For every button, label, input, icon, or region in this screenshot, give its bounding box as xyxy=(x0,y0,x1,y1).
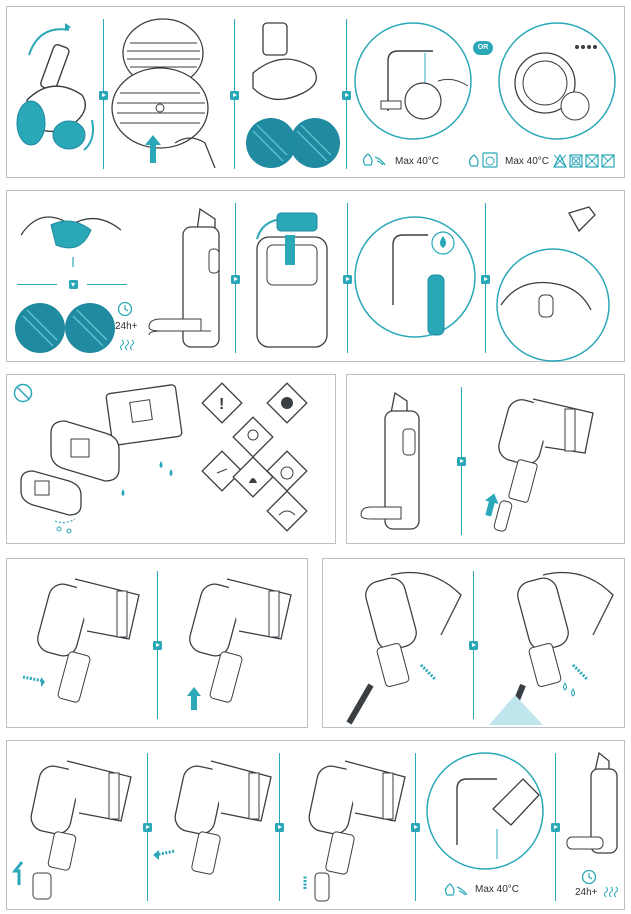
pads-removed-illustration xyxy=(246,22,340,168)
toxic-skull-icon xyxy=(232,416,274,458)
svg-text:!: ! xyxy=(219,396,224,413)
no-iron-icon xyxy=(585,154,599,168)
next-step-icon xyxy=(469,641,478,650)
oxidizer-icon xyxy=(266,450,308,492)
next-step-icon xyxy=(342,91,351,100)
pad-pull-illustration xyxy=(111,18,216,169)
add-detergent-illustration xyxy=(496,206,610,362)
machine-temp-label: Max 40°C xyxy=(505,156,550,167)
exclamation-hazard-icon xyxy=(201,382,243,424)
next-step-icon xyxy=(231,275,240,284)
wash-temp-label: Max 40°C xyxy=(475,884,520,895)
panel-tank-attach xyxy=(346,374,625,544)
next-step-icon xyxy=(153,641,162,650)
panel-pad-removal: OR Max 40°C Max 40°C xyxy=(6,6,625,178)
panel-tank-release xyxy=(6,558,308,728)
panel-dirty-tank: Max 40°C 24h+ xyxy=(6,740,625,910)
next-step-icon xyxy=(343,275,352,284)
next-step-icon xyxy=(411,823,420,832)
steam-icon xyxy=(120,339,134,351)
next-step-icon xyxy=(143,823,152,832)
remove-dirty-tank-illustration xyxy=(153,760,272,875)
next-step-icon xyxy=(230,91,239,100)
spray-water-illustration xyxy=(489,571,614,725)
tank-pulled-illustration xyxy=(303,760,406,902)
washing-machine-icon xyxy=(468,152,498,168)
press-trigger-illustration xyxy=(346,571,462,725)
next-step-icon xyxy=(457,457,466,466)
dry-tank-illustration xyxy=(566,751,618,854)
panel-spray xyxy=(322,558,625,728)
next-step-icon xyxy=(481,275,490,284)
water-tank-illustration xyxy=(148,207,220,348)
hand-wash-illustration xyxy=(354,22,472,140)
mop-head-illustration xyxy=(16,23,94,151)
no-dry-clean-icon xyxy=(601,154,615,168)
rinse-tank-illustration xyxy=(426,752,544,870)
dry-time-label: 24h+ xyxy=(115,321,138,332)
chemical-bottles-illustration xyxy=(20,384,183,534)
steam-icon xyxy=(604,886,618,898)
no-tumble-dry-icon xyxy=(569,154,583,168)
hazard-symbols: ! xyxy=(201,382,308,532)
timer-icon xyxy=(581,869,597,885)
down-step-icon xyxy=(69,280,78,289)
or-badge: OR xyxy=(473,41,493,55)
release-tank-illustration xyxy=(22,578,140,703)
wash-temp-label: Max 40°C xyxy=(395,156,440,167)
next-step-icon xyxy=(275,823,284,832)
flammable-icon xyxy=(232,456,274,498)
dry-time-label: 24h+ xyxy=(575,887,598,898)
next-step-icon xyxy=(551,823,560,832)
washing-machine-illustration xyxy=(498,22,616,140)
wet-pads-illustration xyxy=(15,303,115,353)
prohibited-icon xyxy=(13,383,33,403)
hand-wash-icon xyxy=(444,883,468,896)
next-step-icon xyxy=(99,91,108,100)
open-tank-cap-illustration xyxy=(256,212,328,348)
pull-tank-illustration xyxy=(187,578,292,710)
fill-tank-tap-illustration xyxy=(354,216,476,338)
no-bleach-icon xyxy=(553,153,567,168)
panel-tank-fill: 24h+ xyxy=(6,190,625,362)
detach-nozzle-illustration xyxy=(11,760,132,900)
panel-prohibited-chemicals: ! xyxy=(6,374,336,544)
timer-icon xyxy=(117,301,133,317)
hand-wash-icon xyxy=(362,153,386,166)
wring-pad-illustration xyxy=(20,216,122,267)
tank-standing-illustration xyxy=(360,391,420,530)
insert-tank-illustration xyxy=(485,398,594,532)
